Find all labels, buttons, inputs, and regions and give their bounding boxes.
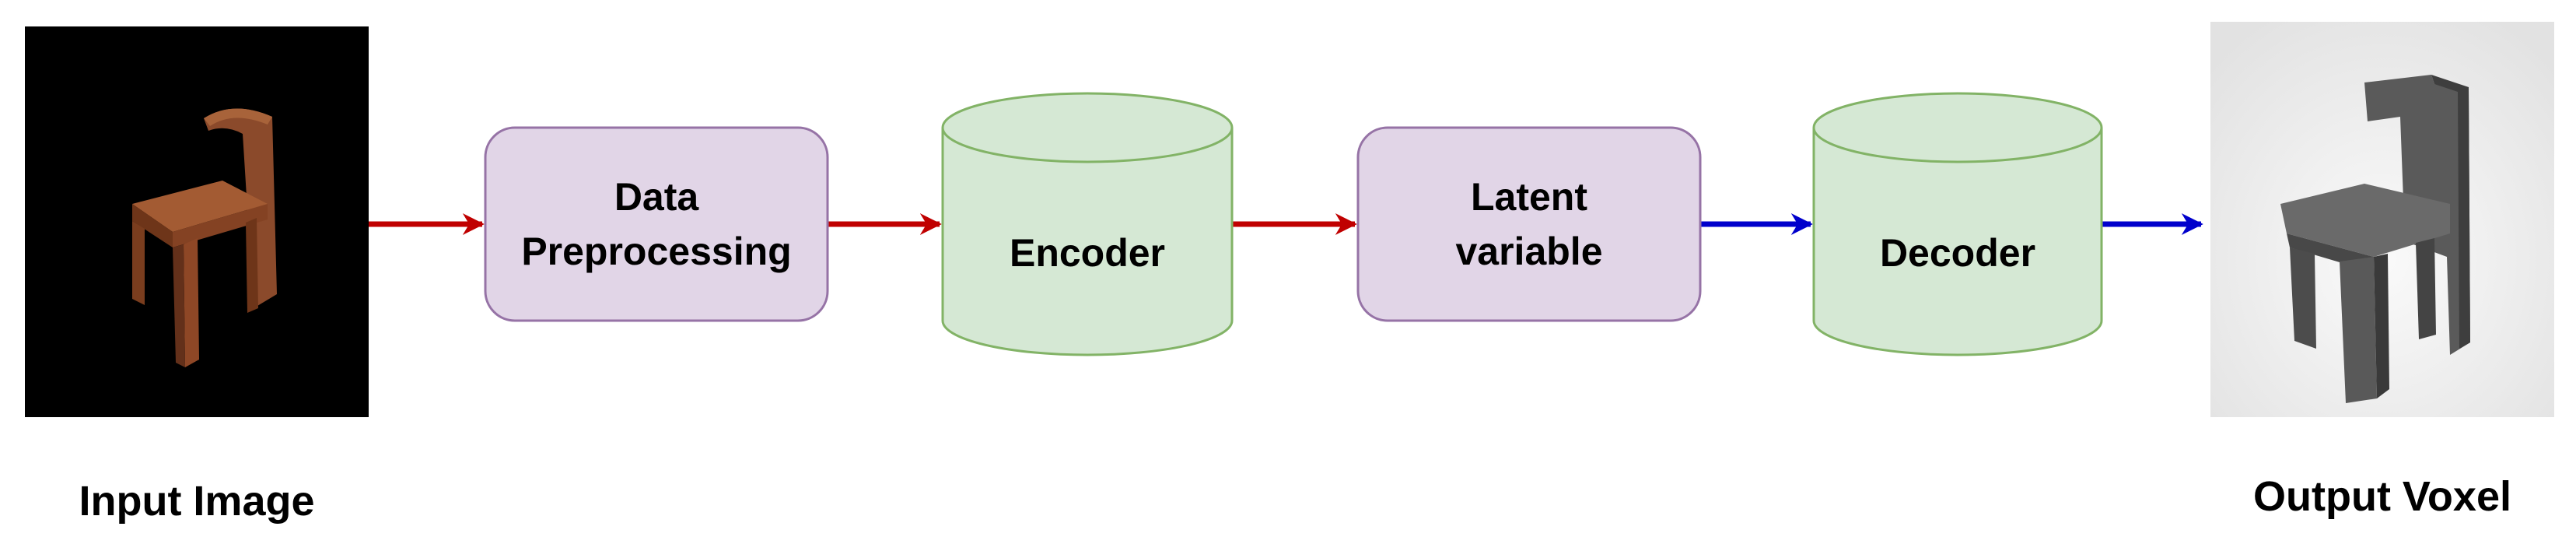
encoder-node: Encoder (941, 92, 1234, 356)
latent-label-line2: variable (1455, 230, 1602, 273)
input-image (25, 26, 369, 417)
voxel-chair-icon (2280, 75, 2470, 403)
decoder-cylinder-top (1812, 92, 2103, 163)
latent-label-line1: Latent (1471, 175, 1587, 219)
chair-render-icon (132, 108, 277, 367)
decoder-label: Decoder (1880, 231, 2035, 275)
decoder-node: Decoder (1812, 92, 2103, 356)
latent-node: Latent variable (1356, 126, 1702, 322)
preprocessing-node: Data Preprocessing (484, 126, 829, 322)
latent-box (1356, 126, 1702, 322)
preprocessing-label-line2: Preprocessing (521, 230, 791, 273)
output-voxel-caption: Output Voxel (2253, 473, 2511, 520)
preprocessing-box (484, 126, 829, 322)
input-image-caption: Input Image (79, 478, 314, 525)
output-image (2210, 22, 2554, 417)
decoder-cylinder-body (1812, 128, 2103, 356)
encoder-label: Encoder (1010, 231, 1165, 275)
preprocessing-label-line1: Data (614, 175, 700, 219)
encoder-cylinder-body (941, 128, 1234, 356)
encoder-cylinder-top (941, 92, 1234, 163)
